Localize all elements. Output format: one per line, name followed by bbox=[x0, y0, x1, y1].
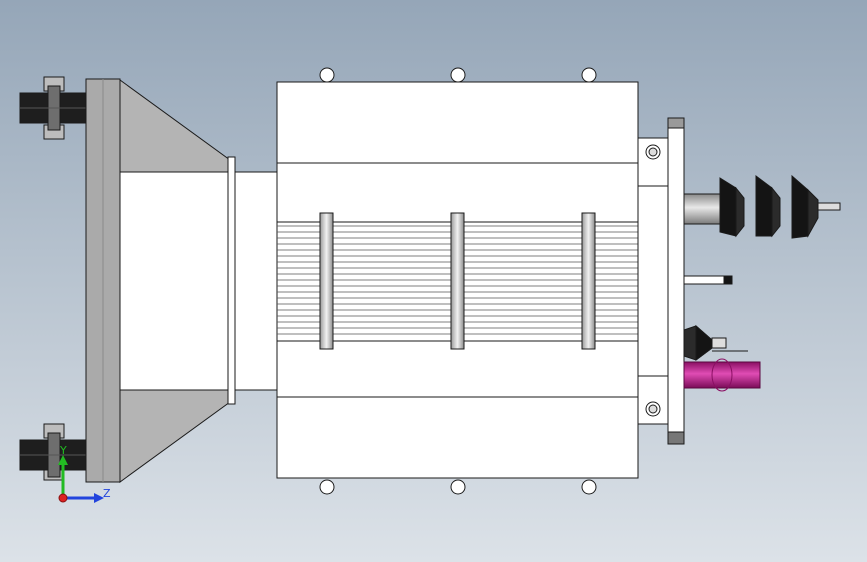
lug-top-3 bbox=[581, 67, 597, 83]
indicator-rod[interactable] bbox=[683, 275, 733, 285]
magenta-pipe[interactable] bbox=[683, 358, 761, 392]
lug-top-1 bbox=[319, 67, 335, 83]
clamp-bars[interactable] bbox=[319, 212, 596, 350]
connecting-neck[interactable] bbox=[234, 171, 278, 391]
lug-bottom-1 bbox=[319, 479, 335, 495]
x-axis-origin bbox=[58, 493, 68, 503]
z-axis-arrowhead bbox=[94, 493, 104, 503]
clamp-bar-2 bbox=[450, 212, 465, 350]
base-frame[interactable] bbox=[85, 78, 121, 483]
clamp-bar-3 bbox=[581, 212, 596, 350]
lug-top-2 bbox=[450, 67, 466, 83]
y-axis-label: Y bbox=[59, 444, 67, 457]
hv-bushing[interactable] bbox=[683, 174, 841, 239]
lifting-lugs[interactable] bbox=[319, 67, 597, 495]
z-axis-label: Z bbox=[103, 487, 111, 500]
coordinate-triad: Y Z bbox=[58, 444, 111, 503]
y-axis-arrowhead bbox=[58, 455, 68, 465]
mounting-plate[interactable] bbox=[637, 117, 685, 445]
clamp-bar-1 bbox=[319, 212, 334, 350]
wheel-bottom[interactable] bbox=[19, 423, 87, 481]
lug-bottom-3 bbox=[581, 479, 597, 495]
lug-bottom-2 bbox=[450, 479, 466, 495]
lv-bushing[interactable] bbox=[683, 324, 748, 361]
flange-ring[interactable] bbox=[227, 156, 236, 405]
